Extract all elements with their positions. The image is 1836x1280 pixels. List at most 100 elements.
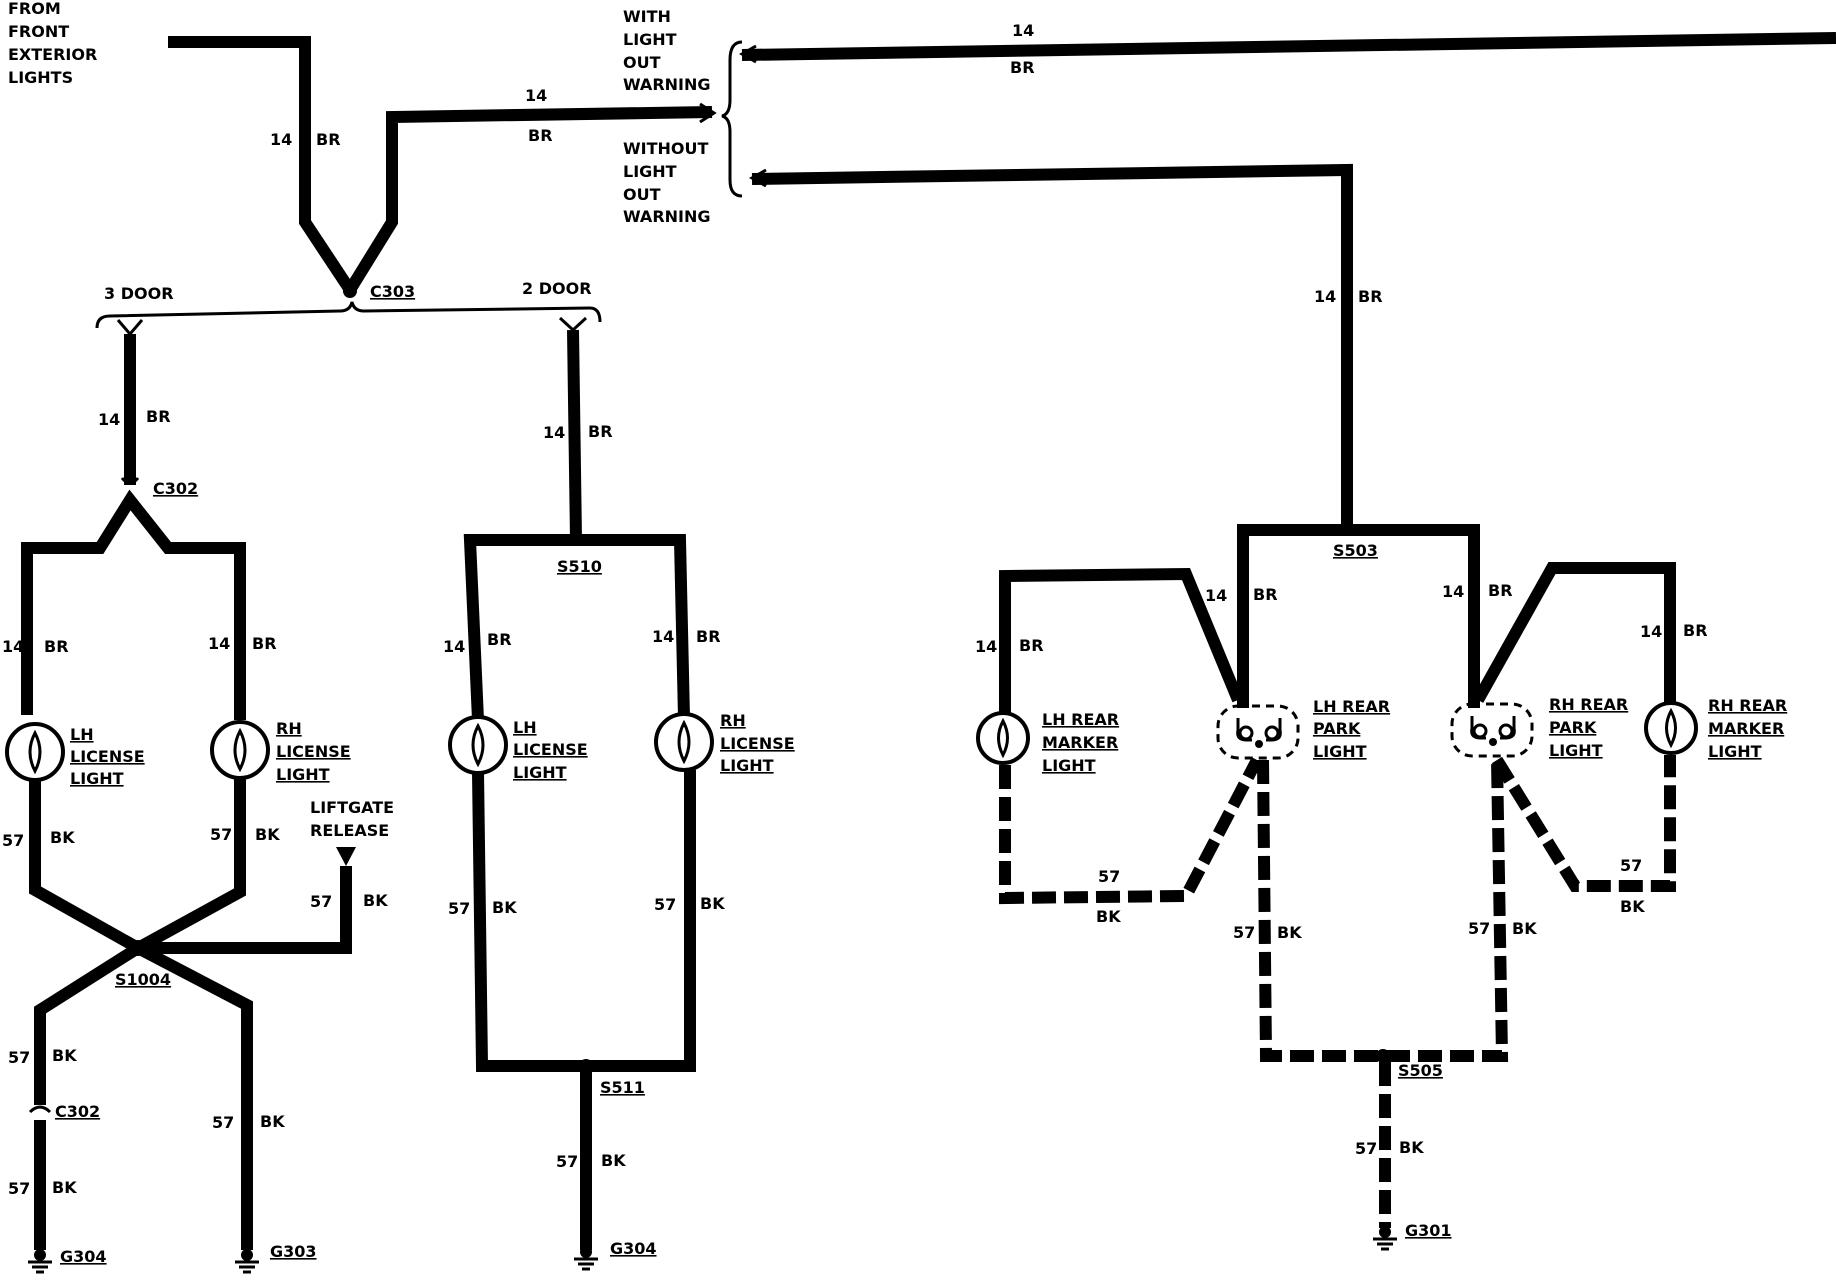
fork-3dr: [116, 319, 144, 337]
component-label: MARKER: [1042, 733, 1118, 752]
fork-2dr: [558, 316, 588, 333]
with-warning-4: WARNING: [623, 75, 711, 94]
br-gauge: 14: [208, 634, 230, 653]
brace-warning: [721, 40, 743, 198]
br-color: BR: [1010, 58, 1035, 77]
s505-label: S505: [1398, 1061, 1443, 1080]
br-color: BR: [1019, 636, 1044, 655]
c302-top-connector: [120, 477, 140, 485]
bk-gauge: 57: [1098, 867, 1120, 886]
wire-s505-loop: [1257, 759, 1509, 1062]
c302-bottom-connector: [28, 1105, 52, 1114]
s505-splice: [1376, 1049, 1390, 1063]
component-label: PARK: [1549, 718, 1597, 737]
br-color: BR: [696, 627, 721, 646]
bk-gauge: 57: [212, 1113, 234, 1132]
bk-gauge: 57: [8, 1179, 30, 1198]
component-label: LIGHT: [70, 769, 124, 788]
wire-2dr-loop: [463, 534, 690, 721]
br-gauge: 14: [525, 86, 547, 105]
arrow-with-warning: [738, 44, 757, 64]
component-label: LICENSE: [513, 740, 588, 759]
wire-s1004-left: [34, 942, 142, 1105]
br-color: BR: [1683, 621, 1708, 640]
bk-gauge: 57: [1468, 919, 1490, 938]
br-gauge: 14: [443, 637, 465, 656]
component-label: RH REAR: [1708, 696, 1787, 715]
bk-color: BK: [700, 894, 725, 913]
wire-s1004-right: [135, 942, 253, 1250]
br-color: BR: [588, 422, 613, 441]
component-label: PARK: [1313, 719, 1361, 738]
bk-color: BK: [1620, 897, 1645, 916]
bk-gauge: 57: [654, 895, 676, 914]
with-warning-1: WITH: [623, 7, 671, 26]
three-door-label: 3 DOOR: [104, 284, 174, 303]
bk-gauge: 57: [556, 1152, 578, 1171]
bk-color: BK: [1096, 907, 1121, 926]
wire-s503-loop: [1237, 524, 1480, 708]
wire-lh-marker-feed: [999, 567, 1244, 718]
wire-2dr-ground-loop: [472, 770, 696, 1072]
br-color: BR: [146, 407, 171, 426]
wire-3dr-ground-lh: [29, 780, 141, 954]
wire-rh-marker-feed: [1472, 562, 1676, 715]
from-label-2: FRONT: [8, 22, 69, 41]
bk-gauge: 57: [2, 831, 24, 850]
br-color: BR: [528, 126, 553, 145]
bk-gauge: 57: [448, 899, 470, 918]
liftgate-triangle: [336, 847, 356, 866]
br-gauge: 14: [270, 130, 292, 149]
component-label: LIGHT: [1042, 756, 1096, 775]
s510-label: S510: [557, 557, 602, 576]
ground-g301: G301: [1373, 1221, 1452, 1251]
bk-gauge: 57: [1355, 1139, 1377, 1158]
s503-label: S503: [1333, 541, 1378, 560]
feed-wire-up: [344, 106, 713, 294]
component-label: LH REAR: [1042, 710, 1119, 729]
component-label: RH: [720, 711, 746, 730]
liftgate-label-1: LIFTGATE: [310, 798, 394, 817]
ground-label: G304: [610, 1239, 657, 1258]
br-color: BR: [1488, 581, 1513, 600]
bk-color: BK: [52, 1178, 77, 1197]
component-label: LH: [70, 725, 94, 744]
without-warning-3: OUT: [623, 185, 661, 204]
bk-color: BK: [52, 1046, 77, 1065]
bk-color: BK: [255, 825, 280, 844]
from-label-3: EXTERIOR: [8, 45, 97, 64]
br-gauge: 14: [2, 637, 24, 656]
component-label: LH REAR: [1313, 697, 1390, 716]
br-gauge: 14: [1012, 21, 1034, 40]
bk-color: BK: [363, 891, 388, 910]
ground-g304-mid: G304: [574, 1239, 657, 1271]
component-label: LIGHT: [720, 756, 774, 775]
without-warning-1: WITHOUT: [623, 139, 709, 158]
wire-3dr-split: [21, 489, 246, 720]
bk-color: BK: [1277, 923, 1302, 942]
component-label: LIGHT: [1313, 742, 1367, 761]
ground-g303: G303: [235, 1242, 317, 1274]
br-gauge: 14: [1205, 586, 1227, 605]
liftgate-label-2: RELEASE: [310, 821, 389, 840]
ground-g304-left: G304: [28, 1247, 107, 1274]
br-color: BR: [487, 630, 512, 649]
br-gauge: 14: [1640, 622, 1662, 641]
wire-lh-marker-ground: [999, 757, 1263, 905]
c302-top-label: C302: [153, 479, 198, 498]
without-warning-4: WARNING: [623, 207, 711, 226]
br-gauge: 14: [543, 423, 565, 442]
component-label: RH REAR: [1549, 695, 1628, 714]
br-color: BR: [316, 130, 341, 149]
rh-rear-marker-light: RH REAR MARKER LIGHT: [1644, 696, 1787, 761]
br-gauge: 14: [98, 410, 120, 429]
with-warning-2: LIGHT: [623, 30, 677, 49]
br-color: BR: [1358, 287, 1383, 306]
br-gauge: 14: [1442, 582, 1464, 601]
c303-label: C303: [370, 282, 415, 301]
component-label: LICENSE: [276, 742, 351, 761]
component-label: LIGHT: [1549, 741, 1603, 760]
component-label: MARKER: [1708, 719, 1784, 738]
br-gauge: 14: [1314, 287, 1336, 306]
